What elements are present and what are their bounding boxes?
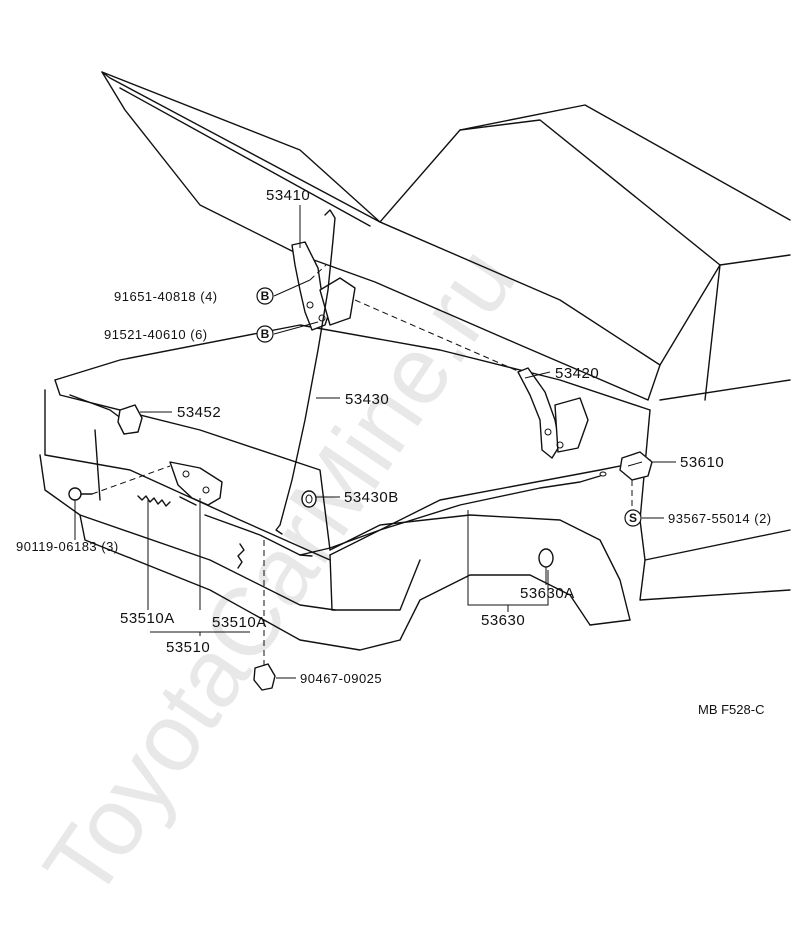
svg-text:B: B [261, 289, 270, 303]
hood-release-cable[interactable] [204, 471, 607, 557]
lock-spring-left[interactable] [137, 495, 171, 507]
bolt-symbol-2: B [256, 325, 274, 343]
cable-clamp[interactable] [538, 548, 554, 568]
support-rod-grommet[interactable] [301, 490, 317, 508]
hood-lock-assembly[interactable] [169, 461, 223, 506]
bolt-symbol-1: B [256, 287, 274, 305]
hood-release-lever[interactable] [619, 451, 653, 481]
screw-symbol: S [624, 509, 642, 527]
label-53630A: 53630A [520, 585, 575, 602]
hood-support-rod[interactable] [275, 209, 336, 535]
hood-hinge-rh[interactable] [517, 367, 589, 459]
label-53410: 53410 [266, 187, 310, 204]
lock-bolt[interactable] [68, 487, 93, 501]
hood-bumper[interactable] [117, 404, 143, 435]
svg-text:B: B [261, 327, 270, 341]
clamp-part[interactable] [253, 663, 276, 691]
label-90119-06183: 90119-06183 (3) [16, 539, 119, 554]
figure-code: MB F528-C [698, 702, 764, 717]
svg-text:S: S [629, 511, 637, 525]
label-53630: 53630 [481, 612, 525, 629]
label-91651-40818: 91651-40818 (4) [114, 289, 218, 304]
label-91521-40610: 91521-40610 (6) [104, 327, 208, 342]
lock-spring-right[interactable] [237, 543, 245, 569]
label-53510: 53510 [166, 639, 210, 656]
label-93567-55014: 93567-55014 (2) [668, 511, 772, 526]
label-53430B: 53430B [344, 489, 399, 506]
hood-hinge-lh[interactable] [291, 241, 356, 331]
leader-lines [74, 205, 676, 679]
label-53610: 53610 [680, 454, 724, 471]
label-53510A-left: 53510A [120, 610, 175, 627]
label-53430: 53430 [345, 391, 389, 408]
label-90467-09025: 90467-09025 [300, 671, 382, 686]
label-53420: 53420 [555, 365, 599, 382]
label-53452: 53452 [177, 404, 221, 421]
label-53510A-right: 53510A [212, 614, 267, 631]
